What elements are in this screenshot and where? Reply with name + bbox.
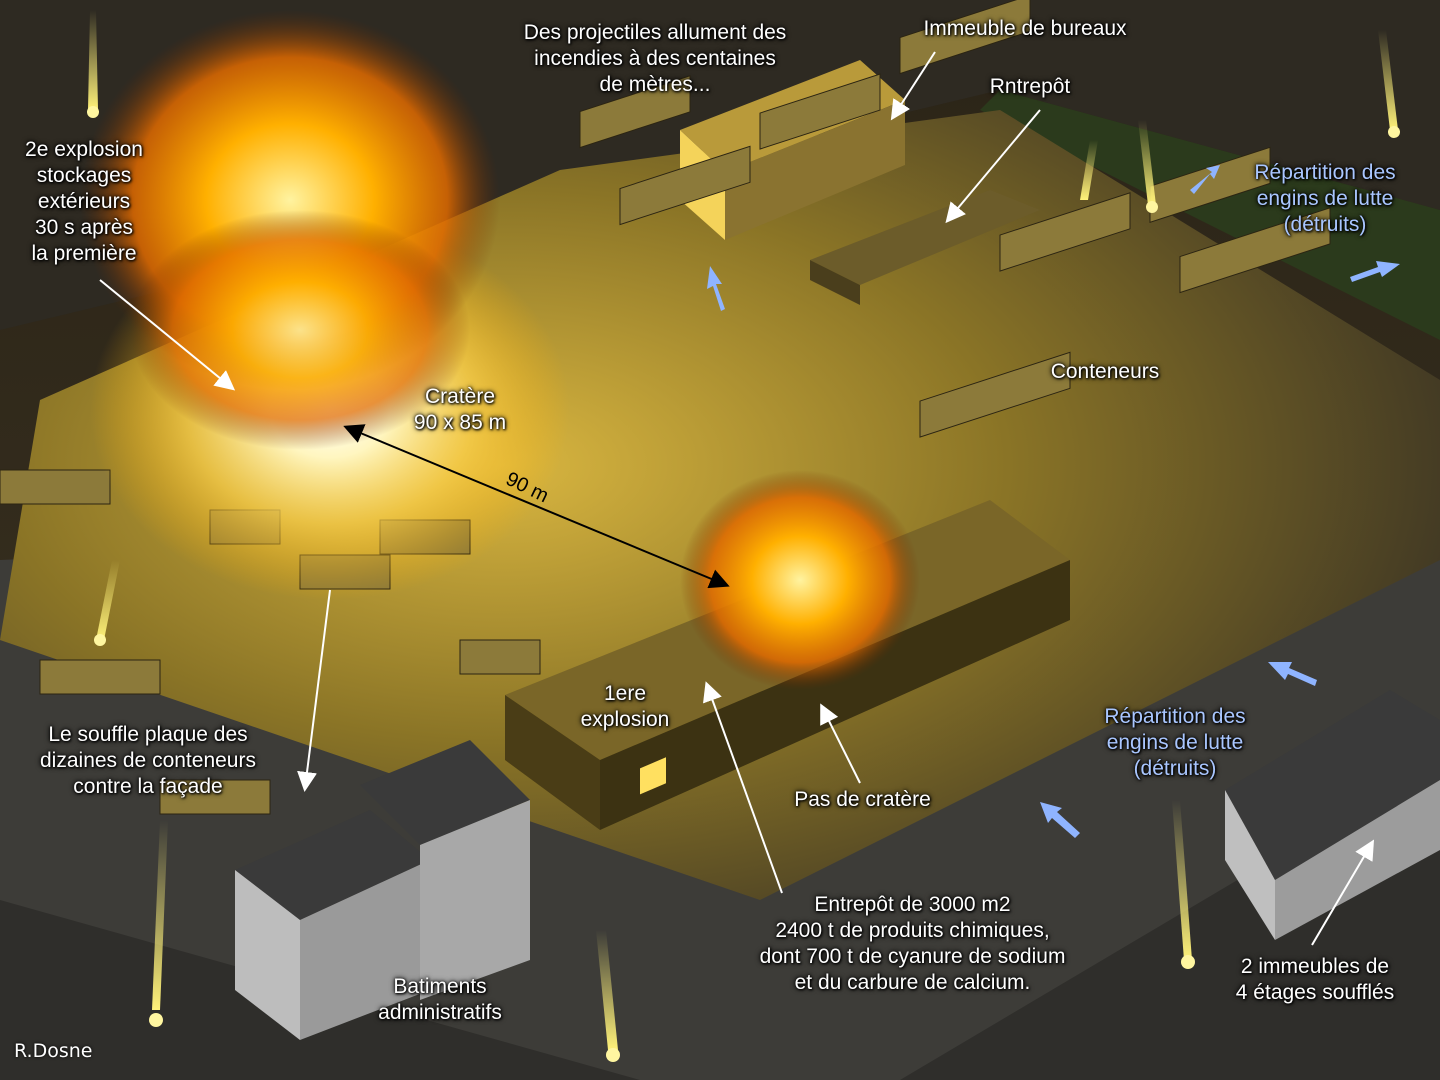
fleet-arrows	[707, 165, 1400, 838]
label-fleet-top: Répartition des engins de lutte (détruit…	[1254, 161, 1396, 236]
label-blast-containers: Le souffle plaque des dizaines de conten…	[40, 723, 256, 798]
label-office-building: Immeuble de bureaux	[923, 17, 1127, 40]
fireball-center	[680, 470, 920, 690]
label-main-warehouse: Entrepôt de 3000 m2 2400 t de produits c…	[759, 893, 1066, 994]
distance-arrow	[343, 424, 730, 589]
label-containers: Conteneurs	[1050, 360, 1160, 383]
label-fleet-bottom: Répartition des engins de lutte (détruit…	[1104, 705, 1246, 780]
admin-buildings-shape	[235, 740, 530, 1040]
label-blown-buildings: 2 immeubles de 4 étages soufflés	[1235, 955, 1395, 1004]
label-warehouse-top: Rntrepôt	[989, 75, 1071, 98]
pointer-arrows	[99, 51, 1375, 946]
label-projectiles: Des projectiles allument des incendies à…	[523, 21, 787, 96]
label-admin-buildings: Batiments administratifs	[378, 975, 502, 1024]
label-second-explosion: 2e explosion stockages extérieurs 30 s a…	[25, 138, 143, 265]
projectile-beams	[88, 10, 1398, 1050]
projectile-impacts	[87, 106, 1400, 1062]
label-no-crater: Pas de cratère	[794, 788, 931, 811]
label-first-explosion: 1ere explosion	[580, 682, 670, 731]
label-crater: Cratère 90 x 85 m	[413, 385, 507, 434]
warehouse-top-shape	[810, 190, 1040, 305]
author-credit: R.Dosne	[14, 1040, 93, 1062]
